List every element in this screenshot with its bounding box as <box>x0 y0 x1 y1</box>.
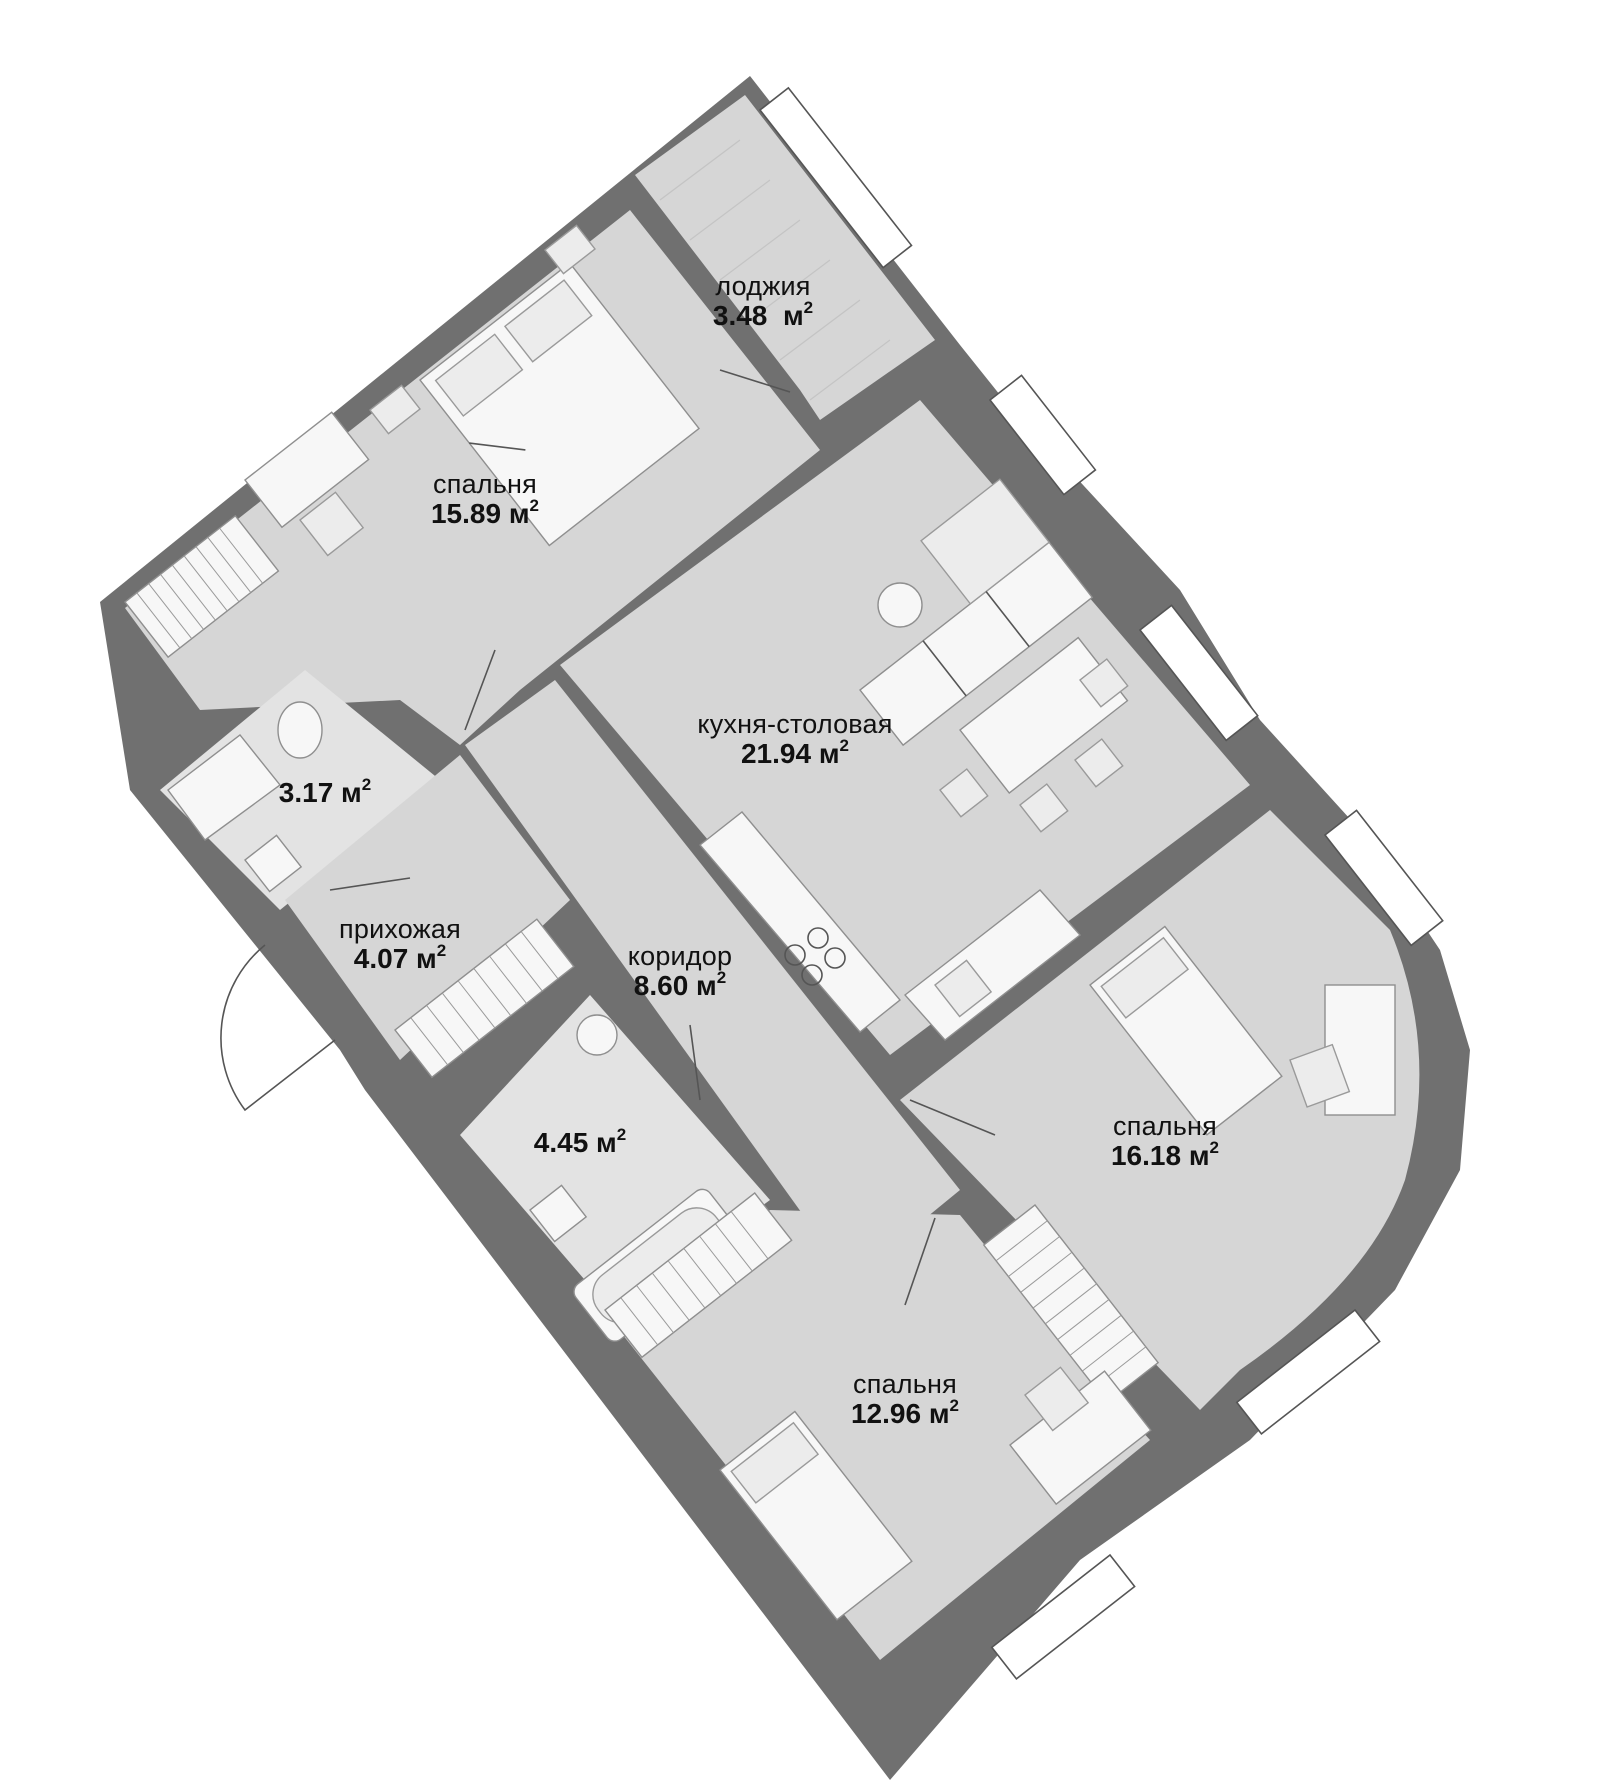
room-area: 3.48 <box>712 300 768 332</box>
door-swing-bathroom-1 <box>329 877 411 891</box>
chair-icon <box>1074 738 1124 788</box>
room-area: 3.17 <box>278 777 334 808</box>
room-name: прихожая <box>339 914 461 944</box>
single-bed-icon <box>1089 925 1283 1136</box>
room-label-bedroom-3: спальня 12.96 м2 <box>825 1369 985 1430</box>
stove-icon <box>824 947 846 969</box>
shower-icon <box>167 734 282 841</box>
room-label-bathroom-1: 3.17 м2 <box>278 775 372 808</box>
floor-bedroom-2 <box>900 810 1420 1410</box>
toilet-icon <box>277 701 323 759</box>
door-swing-bedroom-1 <box>464 649 496 731</box>
single-bed-icon <box>719 1410 913 1621</box>
chair-icon <box>939 768 989 818</box>
double-bed-icon <box>419 262 700 547</box>
entrance-door-icon <box>220 944 336 1112</box>
furniture <box>124 224 1396 1621</box>
loggia-decking <box>659 139 891 401</box>
doors <box>220 369 996 1306</box>
plant-icon <box>877 582 923 628</box>
room-name: спальня <box>433 469 537 499</box>
floor-bedroom-3 <box>615 1210 1150 1660</box>
door-swing-bedroom-3 <box>904 1217 936 1306</box>
room-label-bedroom-2: спальня 16.18 м2 <box>1085 1111 1245 1172</box>
floor-corridor <box>465 680 960 1280</box>
nightstand-icon <box>544 224 596 275</box>
chair-icon <box>299 491 365 557</box>
room-label-bedroom-1: спальня 15.89 м2 <box>405 469 565 530</box>
room-area: 15.89 <box>430 498 502 530</box>
room-name: спальня <box>1113 1111 1217 1141</box>
washing-machine-icon <box>576 1014 618 1056</box>
stove-icon <box>801 964 823 986</box>
sofa-icon <box>859 478 1094 747</box>
stove-icon <box>784 944 806 966</box>
room-area: 16.18 <box>1110 1140 1182 1172</box>
nightstand-icon <box>369 384 421 435</box>
kitchen-counter-icon <box>698 811 901 1033</box>
windows <box>758 86 1444 1680</box>
room-area: 4.07 <box>353 943 409 975</box>
room-label-bathroom-2: 4.45 м2 <box>533 1125 627 1158</box>
wardrobe-icon <box>604 1192 793 1359</box>
desk-icon <box>244 411 370 529</box>
room-name: лоджия <box>715 271 811 301</box>
washbasin-icon <box>529 1184 588 1243</box>
room-area: 8.60 <box>633 970 689 1002</box>
chair-icon <box>1024 1366 1090 1432</box>
hallway-wardrobe-icon <box>394 918 575 1079</box>
floor-bedroom-1 <box>125 210 820 745</box>
floor-hallway <box>285 755 570 1060</box>
room-name: коридор <box>627 941 733 971</box>
sink-icon <box>934 959 993 1018</box>
room-area: 21.94 <box>740 738 812 770</box>
room-label-hallway: прихожая 4.07 м2 <box>315 914 485 975</box>
wardrobe-icon <box>124 514 280 659</box>
door-swing-bedroom-2 <box>909 1099 996 1136</box>
washbasin-icon <box>244 834 303 893</box>
floor-loggia <box>635 95 935 420</box>
chair-icon <box>1289 1043 1351 1108</box>
room-name: спальня <box>853 1369 957 1399</box>
room-area: 12.96 <box>850 1398 922 1430</box>
room-name: кухня-столовая <box>697 709 893 739</box>
chair-icon <box>1019 783 1069 833</box>
door-swing-loggia <box>719 369 791 393</box>
room-area: 4.45 <box>533 1127 589 1158</box>
door-swing-bathroom-2 <box>689 1024 701 1101</box>
room-label-corridor: коридор 8.60 м2 <box>600 941 760 1002</box>
floor-bathroom-1 <box>160 670 440 910</box>
chair-icon <box>1079 658 1129 708</box>
stove-icon <box>807 927 829 949</box>
room-label-loggia: лоджия 3.48 м2 <box>688 271 838 332</box>
room-label-kitchen-dining: кухня-столовая 21.94 м2 <box>660 709 930 770</box>
